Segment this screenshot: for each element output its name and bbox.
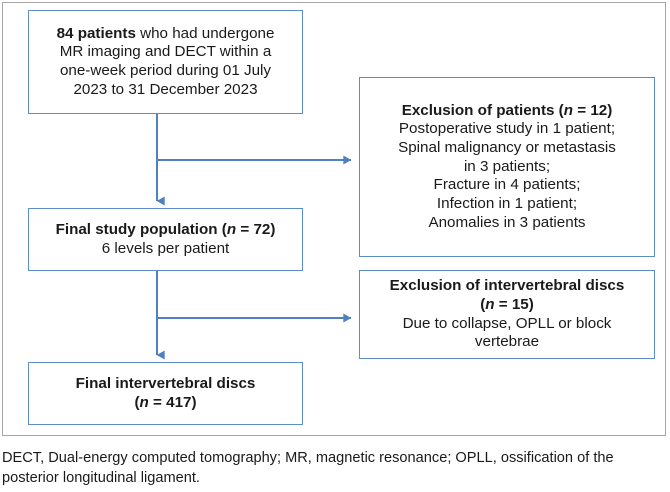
exclusion-discs-line-1: Due to collapse, OPLL or block [402,314,612,332]
population-heading: Final study population (n = 72) [55,220,276,238]
exclusion-patients-line-2: Spinal malignancy or metastasis [398,138,616,156]
exclusion-patients-line-3: in 3 patients; [463,157,551,175]
final-intervertebral-discs-box: Final intervertebral discs (n = 417) [28,362,303,425]
exclusion-patients-line-5: Infection in 1 patient; [436,195,578,213]
flow-connectors [156,114,352,360]
population-line-1: 6 levels per patient [101,239,230,257]
source-line-2: MR imaging and DECT within a [59,43,272,61]
source-line-3: one-week period during 01 July [59,62,272,79]
exclusion-patients-line-1: Postoperative study in 1 patient; [398,120,616,138]
exclusion-discs-heading-line2: (n = 15) [480,295,534,313]
study-source-box: 84 patients who had undergone MR imaging… [28,10,303,114]
footnote-line-1: DECT, Dual-energy computed tomography; M… [2,450,590,466]
exclusion-patients-line-4: Fracture in 4 patients; [433,176,581,194]
final-heading-line1: Final intervertebral discs [75,374,256,392]
final-study-population-box: Final study population (n = 72) 6 levels… [28,208,303,271]
exclusion-patients-box: Exclusion of patients (n = 12) Postopera… [359,77,655,257]
exclusion-discs-line-2: vertebrae [474,333,540,351]
source-line-4: 2023 to 31 December 2023 [73,80,258,98]
final-heading-line2: (n = 417) [134,393,197,411]
exclusion-patients-heading: Exclusion of patients (n = 12) [401,101,613,119]
exclusion-discs-heading-line1: Exclusion of intervertebral discs [389,277,625,295]
exclusion-patients-line-6: Anomalies in 3 patients [428,213,586,231]
footnote-line-2: the posterior longitudinal ligament. [2,450,614,487]
exclusion-discs-box: Exclusion of intervertebral discs (n = 1… [359,270,655,359]
source-line-1: 84 patients who had undergone [56,24,275,42]
figure-footnote: DECT, Dual-energy computed tomography; M… [2,448,668,488]
